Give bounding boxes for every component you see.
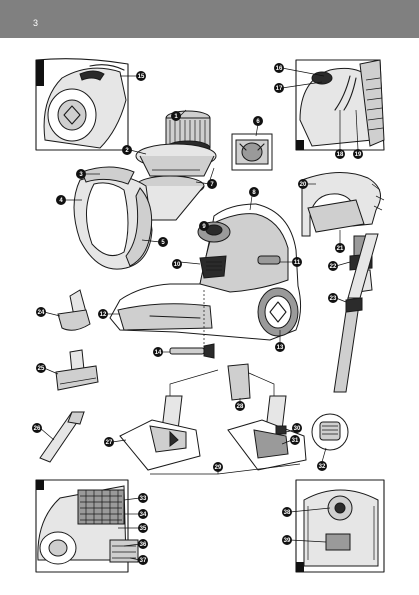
page-number: 3	[33, 18, 39, 28]
callout-19: 19	[353, 109, 363, 159]
callout-9: 9	[199, 221, 209, 231]
svg-text:39: 39	[284, 538, 291, 544]
callout-4: 4	[56, 195, 82, 205]
crevice-tool	[39, 411, 85, 463]
dusting-brush	[57, 289, 91, 331]
svg-text:23: 23	[330, 296, 337, 302]
callout-31: 31	[281, 435, 300, 445]
svg-text:32: 32	[319, 464, 326, 470]
upholstery-nozzle	[55, 349, 99, 391]
callout-21: 21	[335, 230, 345, 253]
turbo-brush-detail	[311, 413, 349, 451]
svg-text:21: 21	[337, 246, 344, 252]
callout-34: 34	[124, 509, 148, 519]
callout-20: 20	[298, 179, 316, 189]
svg-text:28: 28	[237, 404, 244, 410]
callout-39: 39	[282, 535, 327, 545]
callout-29: 29	[213, 462, 223, 474]
svg-text:37: 37	[140, 558, 147, 564]
callout-3: 3	[76, 169, 100, 179]
callout-30: 30	[285, 423, 302, 433]
svg-text:5: 5	[161, 240, 165, 246]
callout-25: 25	[36, 363, 59, 375]
telescopic-tube	[333, 233, 379, 393]
dust-container	[73, 166, 205, 270]
svg-text:33: 33	[140, 496, 147, 502]
svg-text:38: 38	[284, 510, 291, 516]
header-bar	[0, 0, 419, 38]
filter-holder	[135, 143, 217, 177]
svg-text:35: 35	[140, 526, 147, 532]
svg-text:11: 11	[294, 260, 301, 266]
svg-text:20: 20	[300, 182, 307, 188]
svg-text:34: 34	[140, 512, 147, 518]
callout-12: 12	[98, 309, 120, 319]
inset-bottom-left	[35, 479, 139, 573]
inset-top-left	[35, 58, 129, 151]
inset-top-right	[295, 59, 385, 151]
svg-text:27: 27	[106, 440, 113, 446]
svg-text:14: 14	[155, 350, 162, 356]
vacuum-cleaner-illustration: 1 2 3 4 5 6 7 8 9 10 11 12 13 14	[32, 58, 385, 573]
svg-text:3: 3	[79, 172, 83, 178]
callout-38: 38	[282, 507, 331, 517]
svg-text:26: 26	[34, 426, 41, 432]
svg-text:22: 22	[330, 264, 337, 270]
callout-11: 11	[280, 257, 302, 267]
svg-text:24: 24	[38, 310, 45, 316]
callout-33: 33	[123, 493, 148, 503]
callout-37: 37	[129, 555, 148, 565]
callout-24: 24	[36, 307, 61, 317]
svg-text:12: 12	[100, 312, 107, 318]
callout-13: 13	[275, 330, 285, 352]
callout-14: 14	[153, 347, 170, 357]
svg-text:16: 16	[276, 66, 283, 72]
svg-text:4: 4	[59, 198, 63, 204]
vacuum-body	[109, 203, 302, 350]
callout-6: 6	[253, 116, 263, 137]
svg-text:15: 15	[138, 74, 145, 80]
svg-text:18: 18	[337, 152, 344, 158]
callout-2: 2	[122, 145, 147, 155]
svg-text:9: 9	[202, 224, 206, 230]
svg-text:8: 8	[252, 190, 256, 196]
callout-10: 10	[172, 259, 201, 269]
svg-text:17: 17	[276, 86, 283, 92]
callout-7: 7	[195, 179, 217, 189]
svg-text:7: 7	[210, 182, 214, 188]
callout-1: 1	[171, 109, 187, 121]
callout-17: 17	[274, 81, 323, 93]
callout-36: 36	[123, 539, 148, 549]
svg-text:13: 13	[277, 345, 284, 351]
callout-27: 27	[104, 437, 127, 447]
svg-text:1: 1	[174, 114, 178, 120]
hose	[301, 171, 385, 293]
svg-text:36: 36	[140, 542, 147, 548]
svg-text:2: 2	[125, 148, 129, 154]
inset-bottom-right	[295, 479, 385, 573]
callout-15: 15	[120, 71, 146, 81]
svg-text:31: 31	[292, 438, 299, 444]
callout-8: 8	[249, 187, 259, 211]
callout-26: 26	[32, 423, 55, 441]
callout-5: 5	[141, 237, 168, 247]
cyclone-insert	[231, 133, 273, 171]
callout-28: 28	[235, 398, 245, 411]
callout-35: 35	[118, 523, 148, 533]
svg-text:29: 29	[215, 465, 222, 471]
callout-22: 22	[328, 261, 351, 271]
svg-text:10: 10	[174, 262, 181, 268]
svg-text:6: 6	[256, 119, 260, 125]
callout-18: 18	[335, 110, 345, 159]
floor-nozzle	[119, 363, 307, 475]
svg-text:25: 25	[38, 366, 45, 372]
callout-40: 40	[209, 167, 215, 181]
callout-16: 16	[274, 63, 325, 77]
svg-text:19: 19	[355, 152, 362, 158]
small-brush	[169, 343, 215, 359]
callout-32: 32	[317, 447, 327, 471]
svg-text:30: 30	[294, 426, 301, 432]
callout-23: 23	[328, 293, 347, 303]
